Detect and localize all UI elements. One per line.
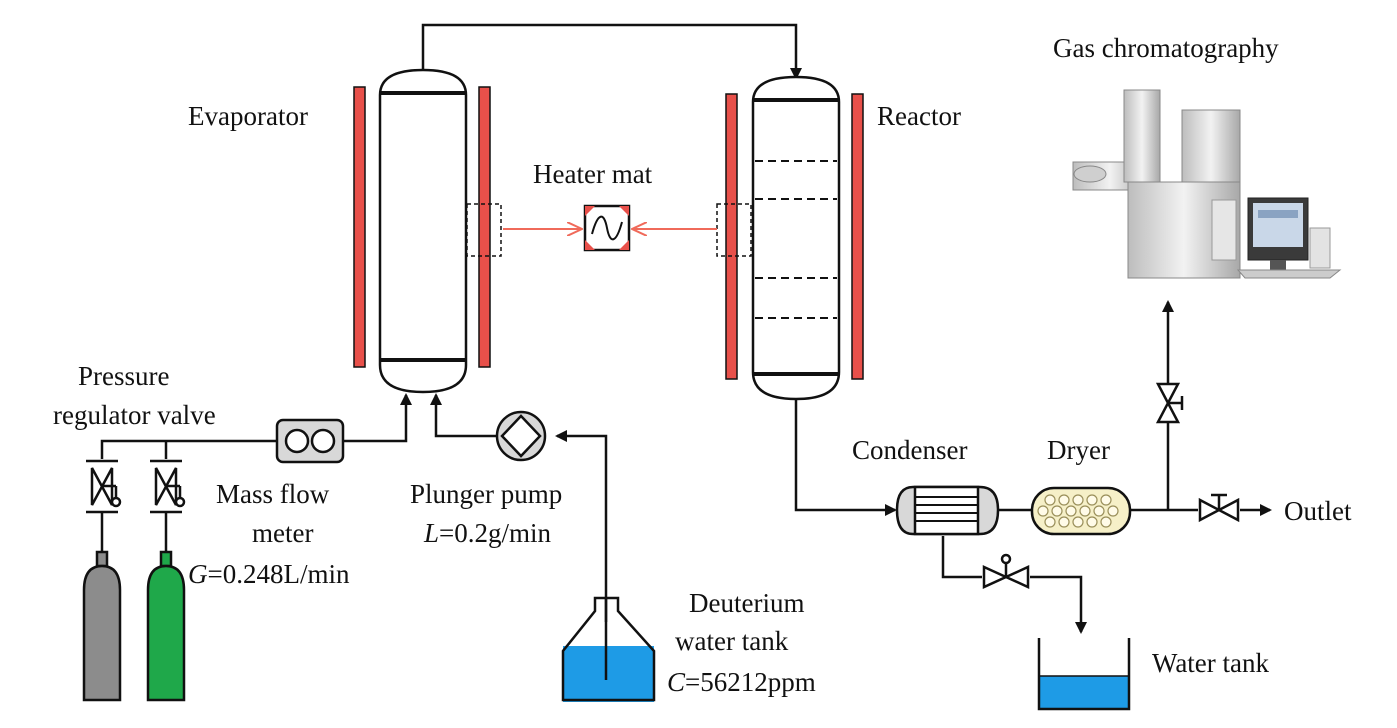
heater-mat-label: Heater mat bbox=[533, 159, 653, 189]
dryer-label: Dryer bbox=[1047, 435, 1110, 465]
mass-flow-meter-label-line2: meter bbox=[252, 518, 313, 548]
condenser-label: Condenser bbox=[852, 435, 967, 465]
reactor-label: Reactor bbox=[877, 101, 961, 131]
gas-cylinder-green bbox=[146, 550, 186, 702]
deuterium-concentration-label: C=56212ppm bbox=[667, 667, 816, 697]
gas-chromatograph-icon bbox=[1072, 89, 1342, 279]
reactor-vessel bbox=[751, 75, 841, 401]
outlet-label: Outlet bbox=[1284, 496, 1352, 526]
liquid-flow-rate-label: L=0.2g/min bbox=[423, 518, 552, 548]
plunger-pump-label: Plunger pump bbox=[410, 479, 562, 509]
bowtie-valve-icon-green bbox=[150, 459, 186, 514]
reactor-heater-jacket bbox=[716, 93, 864, 380]
water-tank-label: Water tank bbox=[1152, 648, 1270, 678]
mass-flow-meter-label-line1: Mass flow bbox=[216, 479, 330, 509]
sine-wave-icon bbox=[583, 204, 631, 252]
dryer bbox=[1030, 486, 1132, 536]
bowtie-valve-icon-gray bbox=[86, 459, 122, 514]
liquid-feed-pipe bbox=[430, 393, 608, 622]
water-tank bbox=[1037, 638, 1131, 711]
deuterium-water-tank bbox=[561, 596, 656, 702]
top-transfer-pipe bbox=[421, 23, 802, 80]
deuterium-tank-label-line2: water tank bbox=[675, 626, 789, 656]
reactor-outlet-pipe bbox=[794, 300, 1272, 634]
gas-chromatography-label: Gas chromatography bbox=[1053, 33, 1279, 63]
bowtie-valve-icon-outlet bbox=[1198, 493, 1240, 523]
condenser bbox=[895, 485, 1000, 536]
pressure-regulator-label-line1: Pressure bbox=[78, 361, 169, 391]
gas-flow-rate-label: G=0.248L/min bbox=[188, 559, 350, 589]
evaporator-label: Evaporator bbox=[188, 101, 308, 131]
double-circle-meter-icon bbox=[275, 418, 345, 464]
evaporator-vessel bbox=[378, 68, 468, 394]
evaporator-heater-jacket bbox=[353, 86, 502, 368]
bowtie-valve-icon-gc bbox=[1155, 382, 1184, 424]
pressure-regulator-label-line2: regulator valve bbox=[53, 400, 216, 430]
gas-cylinder-gray bbox=[82, 550, 122, 702]
bowtie-valve-icon-drain bbox=[982, 553, 1030, 589]
diamond-pump-icon bbox=[495, 410, 547, 462]
deuterium-tank-label-line1: Deuterium bbox=[689, 588, 804, 618]
gas-inlet-pipe bbox=[100, 393, 412, 552]
